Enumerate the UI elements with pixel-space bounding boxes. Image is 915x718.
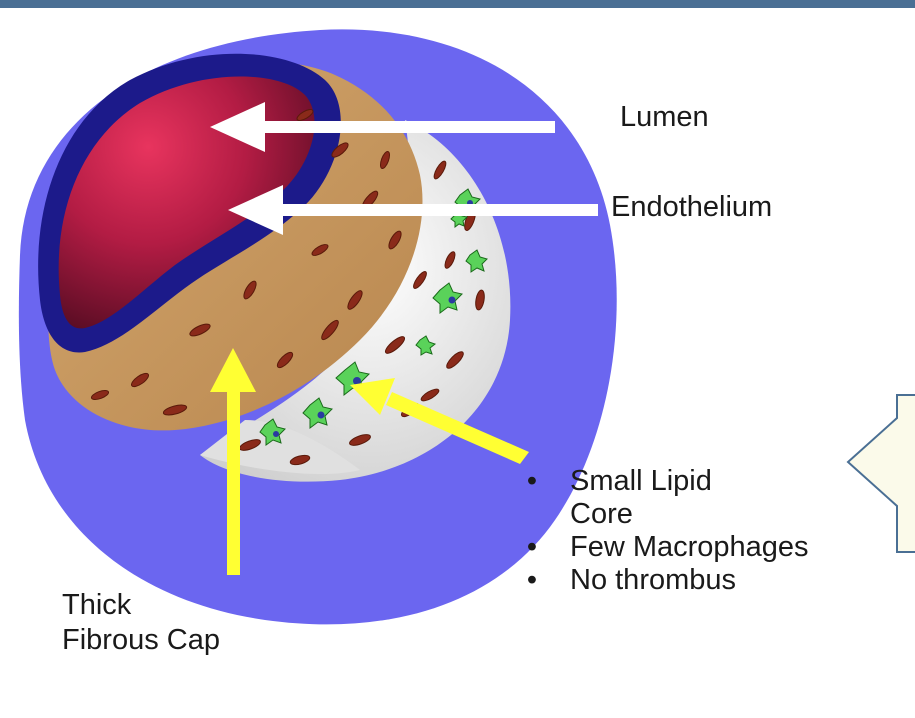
bullet-text-line: Small Lipid <box>570 465 809 498</box>
callout-box <box>848 395 915 552</box>
bullet-dot: • <box>522 531 542 564</box>
bullet-text-line: No thrombus <box>570 564 809 597</box>
endothelium-label: Endothelium <box>611 190 772 224</box>
bullet-dot: • <box>522 465 542 498</box>
lumen-label: Lumen <box>620 100 709 134</box>
fibrous-cap-label-line2: Fibrous Cap <box>62 623 220 658</box>
plaque-features-list: • Small Lipid Core • Few Macrophages • N… <box>522 465 809 597</box>
bullet-item-macrophages: • Few Macrophages <box>522 531 809 564</box>
bullet-item-thrombus: • No thrombus <box>522 564 809 597</box>
fibrous-cap-label: Thick Fibrous Cap <box>62 588 220 658</box>
bullet-dot: • <box>522 564 542 597</box>
bullet-text-line: Core <box>570 498 809 531</box>
fibrous-cap-label-line1: Thick <box>62 588 220 623</box>
bullet-item-lipid-core: • Small Lipid Core <box>522 465 809 531</box>
bullet-text-line: Few Macrophages <box>570 531 809 564</box>
